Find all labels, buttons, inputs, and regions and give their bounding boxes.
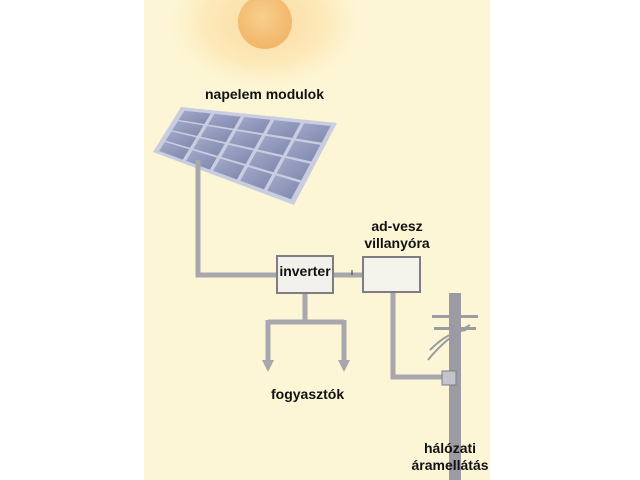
solar-cell	[286, 140, 321, 162]
solar-cell	[237, 117, 271, 134]
wire-panel-to-inverter	[195, 160, 278, 278]
utility-pole	[427, 293, 478, 480]
solar-cell	[248, 151, 282, 173]
solar-cell	[178, 110, 211, 125]
meter-box	[362, 256, 421, 293]
grid-connection-box	[441, 370, 457, 386]
solar-panel	[153, 107, 337, 205]
solar-cell	[193, 138, 225, 156]
solar-cell	[165, 131, 197, 148]
sun-icon	[155, 0, 375, 100]
label-meter-line2: villanyóra	[364, 235, 430, 251]
solar-cell	[229, 130, 262, 149]
solar-cell	[207, 113, 241, 129]
solar-cell	[295, 123, 331, 143]
solar-cell	[172, 121, 204, 136]
label-meter-line1: ad-vesz	[371, 218, 423, 234]
label-inverter: inverter	[279, 263, 331, 279]
label-consumers: fogyasztók	[271, 386, 345, 402]
solar-cell	[240, 166, 273, 190]
wire-meter-to-grid	[390, 291, 445, 380]
consumer-arrows	[262, 360, 350, 372]
label-grid: hálózati áramellátás	[408, 440, 492, 474]
arrow-down-icon	[262, 360, 274, 372]
label-grid-line1: hálózati	[423, 440, 477, 456]
solar-cell	[213, 158, 245, 180]
arrow-down-icon	[338, 360, 350, 372]
inverter-box	[276, 255, 334, 294]
solar-cell	[267, 175, 300, 200]
solar-cell	[276, 157, 311, 181]
wire-inverter-to-consumers	[265, 293, 347, 362]
solar-cell	[221, 144, 254, 165]
label-solar-modules: napelem modulok	[205, 86, 325, 102]
solar-cell	[186, 150, 217, 170]
label-meter: ad-vesz villanyóra	[352, 218, 442, 252]
solar-cell	[266, 120, 301, 138]
solar-panel-cells	[159, 110, 331, 200]
label-grid-line2: áramellátás	[411, 457, 489, 473]
solar-cell	[159, 141, 190, 160]
solar-cell	[200, 126, 233, 143]
solar-cell	[257, 135, 292, 156]
